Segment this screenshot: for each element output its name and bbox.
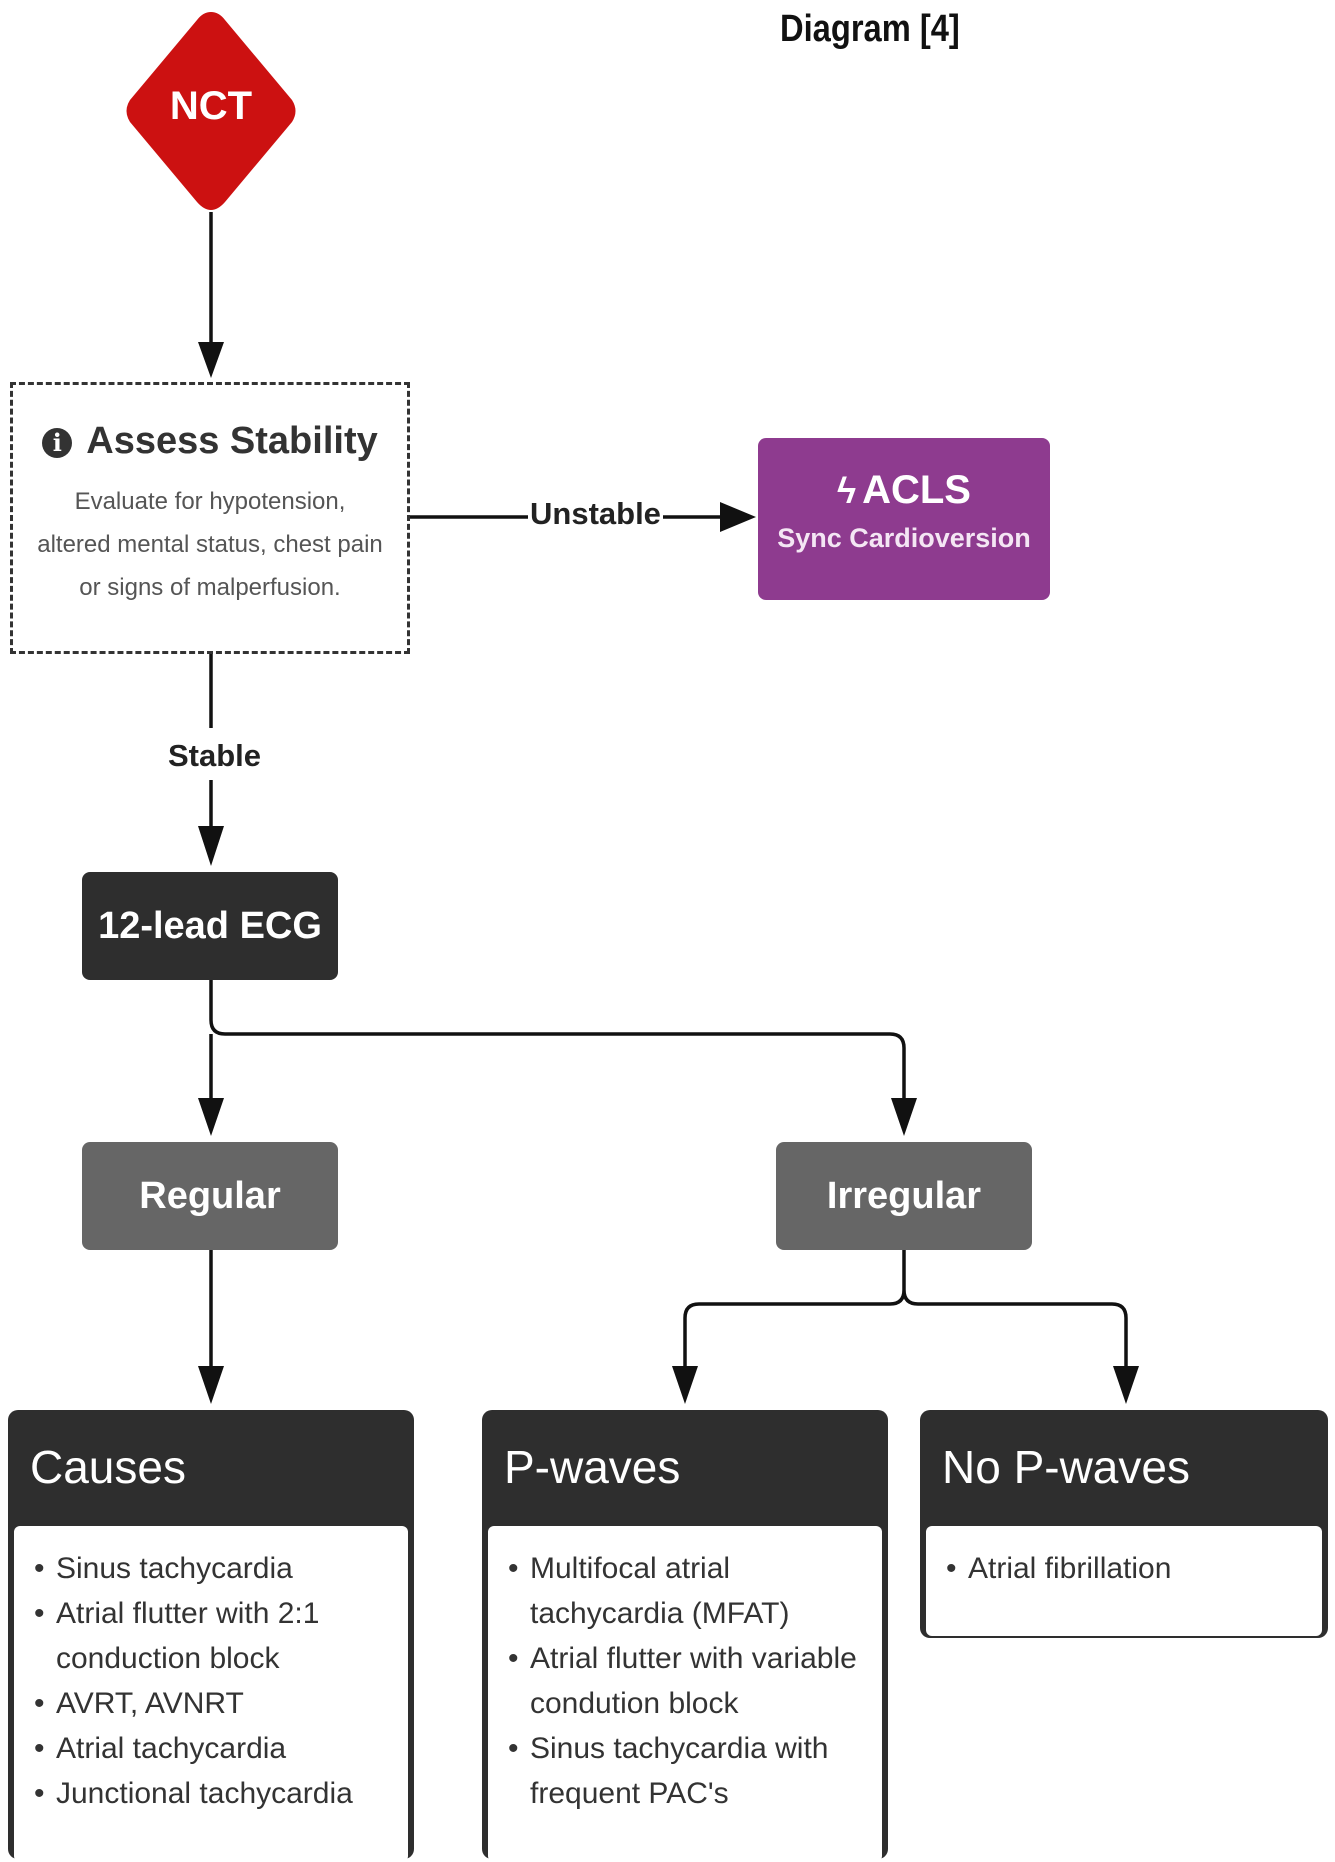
assess-line: altered mental status, chest pain [37,531,383,558]
edge-label-stable: Stable [168,738,262,774]
acls-title-text: ACLS [862,468,971,512]
nct-label: NCT [169,84,253,128]
list-item: Atrial fibrillation [946,1546,1312,1591]
arrowhead-ecg [198,826,224,866]
acls-subtitle: Sync Cardioversion [777,523,1031,553]
nct-diamond [122,8,300,214]
list-item: AVRT, AVNRT [34,1681,398,1726]
no-pwaves-panel: No P-waves Atrial fibrillation [920,1410,1328,1638]
ecg-box: 12-lead ECG [82,872,338,980]
panel-header: No P-waves [942,1441,1190,1493]
panel-header: P-waves [504,1441,681,1493]
assess-stability-description: Evaluate for hypotension, altered mental… [20,480,400,609]
panel-body: Sinus tachycardia Atrial flutter with 2:… [14,1526,408,1862]
arrowhead-nopwaves [1113,1366,1139,1404]
panel-body: Atrial fibrillation [926,1526,1322,1636]
edge-label-unstable: Unstable [528,496,663,532]
assess-stability-box [10,382,410,654]
arrowhead-assess [198,342,224,378]
causes-panel: Causes Sinus tachycardia Atrial flutter … [8,1410,414,1862]
arrowhead-acls [720,502,756,532]
list-item: Atrial tachycardia [34,1726,398,1771]
info-circle-icon: i [42,427,73,458]
regular-box: Regular [82,1142,338,1250]
assess-line: Evaluate for hypotension, [74,488,346,515]
causes-list: Sinus tachycardia Atrial flutter with 2:… [34,1546,398,1816]
assess-line: or signs of malperfusion. [79,574,341,601]
list-item: Sinus tachycardia [34,1546,398,1591]
arrowhead-pwaves [672,1366,698,1404]
arrowhead-causes [198,1366,224,1404]
irregular-box: Irregular [776,1142,1032,1250]
diagram-title: Diagram [4] [780,8,960,50]
assess-title-text: Assess Stability [86,420,378,462]
edge-irregular-branch [683,1250,1128,1372]
list-item: Junctional tachycardia [34,1771,398,1816]
assess-stability-title: i Assess Stability [10,420,410,463]
lightning-bolt-icon: ϟ [837,470,857,511]
panel-header: Causes [30,1441,186,1493]
no-pwaves-list: Atrial fibrillation [946,1546,1312,1591]
arrowhead-irregular [891,1098,917,1136]
arrowhead-regular [198,1098,224,1136]
edge-ecg-branch [209,980,906,1104]
